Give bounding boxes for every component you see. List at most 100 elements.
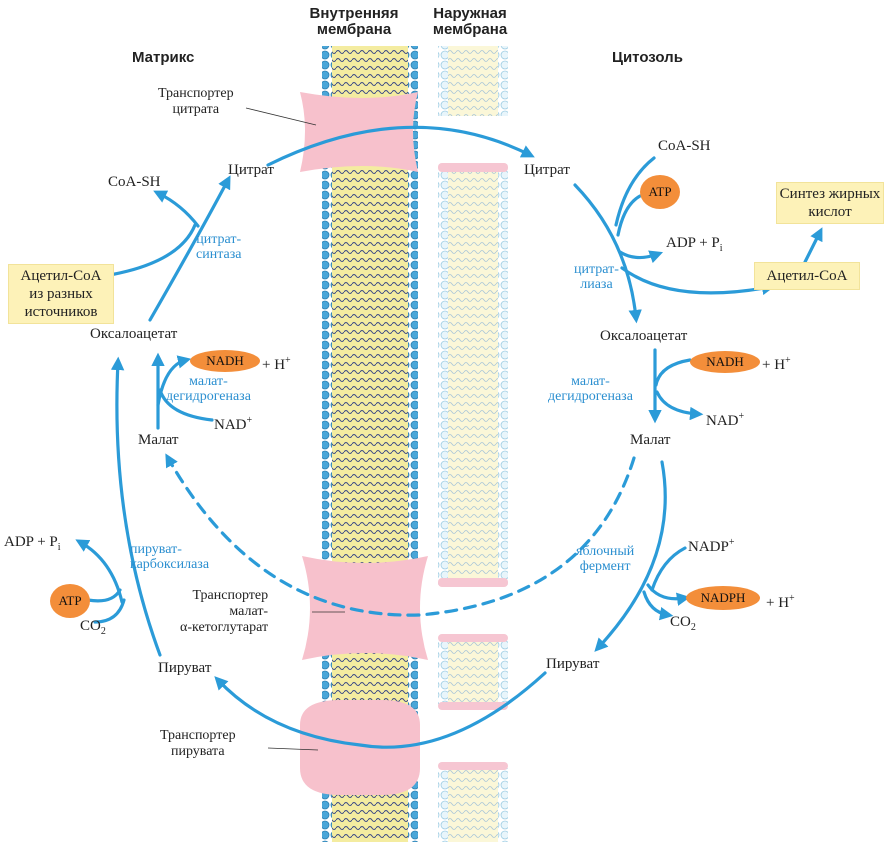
cytosol-h2-sup: + [789, 593, 795, 604]
arrow-pc-adp [75, 539, 124, 604]
arrow-citrate-lysis [573, 183, 642, 324]
cytosol-adp-text: ADP + P [666, 235, 720, 251]
outer-membrane-header: Наружная мембрана [420, 6, 520, 38]
arrow-cyt-mdh-nadh-in [654, 358, 692, 387]
matrix-nadh-h: + H+ [262, 352, 291, 374]
cytosol-oxaloacetate: Оксалоацетат [600, 328, 688, 344]
matrix-co2: CO2 [80, 618, 106, 640]
outer-membrane [438, 46, 508, 842]
arrow-atp-in [616, 194, 642, 237]
cytosol-coa-sh: CoA-SH [658, 138, 711, 154]
citrate-synthase-line2: синтаза [196, 247, 242, 262]
matrix-co2-text: CO [80, 618, 101, 634]
cytosol-h-text: + H [762, 357, 786, 373]
acetyl-box-line2: из разных [29, 286, 93, 302]
arrow-citrate-export [266, 125, 535, 167]
cytosol-co2-sub: 2 [690, 622, 696, 633]
matrix-coa-sh: CoA-SH [108, 174, 161, 190]
acetyl-box-line3: источников [24, 304, 98, 320]
cytosol-nadp-sup: + [728, 537, 735, 548]
cytosol-nadph-h: + H+ [766, 590, 795, 612]
matrix-pyruvate: Пируват [158, 660, 212, 676]
malate-transporter-line2: малат- [229, 604, 269, 619]
arrow-acetylcoa-into-synthase [108, 223, 197, 277]
cytosol-header: Цитозоль [612, 49, 683, 66]
citrate-transporter-label: Транспортер цитрата [158, 86, 234, 118]
matrix-malate: Малат [138, 432, 179, 448]
matrix-nad-sup: + [246, 415, 253, 426]
matrix-nadh-oval: NADH [190, 350, 260, 372]
acetyl-coa-source-box: Ацетил-CoA из разных источников [8, 264, 114, 324]
malate-transporter-shape [302, 556, 428, 660]
pyruvate-transporter-shape [300, 700, 420, 795]
arrow-pyruvate-to-oxaloacetate [110, 356, 162, 657]
citrate-lyase-label: цитрат- лиаза [574, 262, 619, 292]
cytosol-nadp-text: NADP [688, 539, 729, 555]
cytosol-acetyl-coa-box: Ацетил-CoA [754, 262, 860, 290]
arrow-pc-atp [86, 588, 122, 603]
cytosol-h-sup: + [785, 355, 791, 366]
cytosol-nadph-oval: NADPH [686, 586, 760, 610]
citrate-synthase-line1: цитрат- [196, 232, 242, 247]
malic-enzyme-label: яблочный фермент [576, 544, 634, 574]
matrix-mdh-line2: дегидрогеназа [166, 389, 251, 404]
inner-membrane-header-line1: Внутренняя [309, 5, 399, 22]
acetyl-box-line1: Ацетил-CoA [20, 268, 102, 284]
cytosol-nadh-oval: NADH [690, 351, 760, 373]
matrix-adp-pi: ADP + Pi [4, 534, 61, 556]
pyruvate-transporter-label: Транспортер пирувата [160, 728, 236, 760]
arrow-oxaloacetate-to-citrate [148, 175, 231, 322]
lyase-line2: лиаза [580, 277, 613, 292]
matrix-adp-text: ADP + P [4, 534, 58, 550]
malate-transporter-line3: α-кетоглутарат [180, 620, 269, 635]
arrow-malate-exchange-dashed [165, 453, 636, 617]
cytosol-malate: Малат [630, 432, 671, 448]
arrow-acetylcoa-to-fa [803, 227, 823, 264]
matrix-pi-sub: i [57, 542, 61, 553]
me-line2: фермент [579, 559, 631, 574]
cytosol-nadh-h: + H+ [762, 352, 791, 374]
malate-transporter-label: Транспортер малат- α-кетоглутарат [180, 588, 268, 636]
fa-box-line1: Синтез жирных [779, 186, 881, 202]
arrow-coa-sh-in [614, 156, 656, 227]
leader-pyruvate-transporter [267, 747, 319, 751]
matrix-h-sup: + [285, 355, 291, 366]
cytosol-atp-oval: ATP [640, 175, 680, 209]
outer-membrane-header-line2: мембрана [432, 21, 508, 38]
leader-citrate-transporter [245, 107, 317, 126]
cytosol-co2-text: CO [670, 614, 691, 630]
matrix-co2-sub: 2 [100, 626, 106, 637]
cytosol-adp-pi: ADP + Pi [666, 235, 723, 257]
fa-box-line2: кислот [808, 204, 852, 220]
citrate-transporter-line1: Транспортер [158, 86, 234, 101]
arrow-coa-sh-release [153, 190, 200, 228]
arrow-nadph-out [646, 583, 691, 606]
pyruvate-transporter-line2: пирувата [170, 744, 225, 759]
cytosol-mdh-line1: малат- [571, 374, 610, 389]
outer-membrane-header-line1: Наружная [433, 5, 507, 22]
matrix-citrate: Цитрат [228, 162, 274, 178]
pc-line1: пируват- [130, 542, 182, 557]
arrow-pyruvate-import [214, 671, 547, 749]
matrix-h-text: + H [262, 357, 286, 373]
arrow-to-acetylcoa [620, 266, 776, 296]
matrix-nad: NAD+ [214, 412, 252, 434]
cytosol-mdh-line2: дегидрогеназа [548, 389, 633, 404]
cytosol-nad: NAD+ [706, 408, 744, 430]
arrow-adp-out [618, 250, 664, 264]
matrix-atp-oval: ATP [50, 584, 90, 618]
cytosol-h2-text: + H [766, 595, 790, 611]
arrow-mdh-nadh [156, 355, 192, 407]
inner-membrane-header: Внутренняя мембрана [304, 6, 404, 38]
matrix-nad-text: NAD [214, 417, 247, 433]
arrow-pc-co2 [93, 598, 126, 624]
matrix-header: Матрикс [132, 49, 195, 66]
cytosol-pi-sub: i [719, 243, 723, 254]
inner-membrane-header-line2: мембрана [316, 21, 392, 38]
pyruvate-transporter-line1: Транспортер [160, 728, 236, 743]
me-line1: яблочный [576, 544, 635, 559]
pyruvate-carboxylase-label: пируват- карбоксилаза [130, 542, 209, 572]
arrow-mdh-nad-in [158, 388, 214, 422]
matrix-mdh-line1: малат- [189, 374, 228, 389]
citrate-transporter-line2: цитрата [172, 102, 220, 117]
